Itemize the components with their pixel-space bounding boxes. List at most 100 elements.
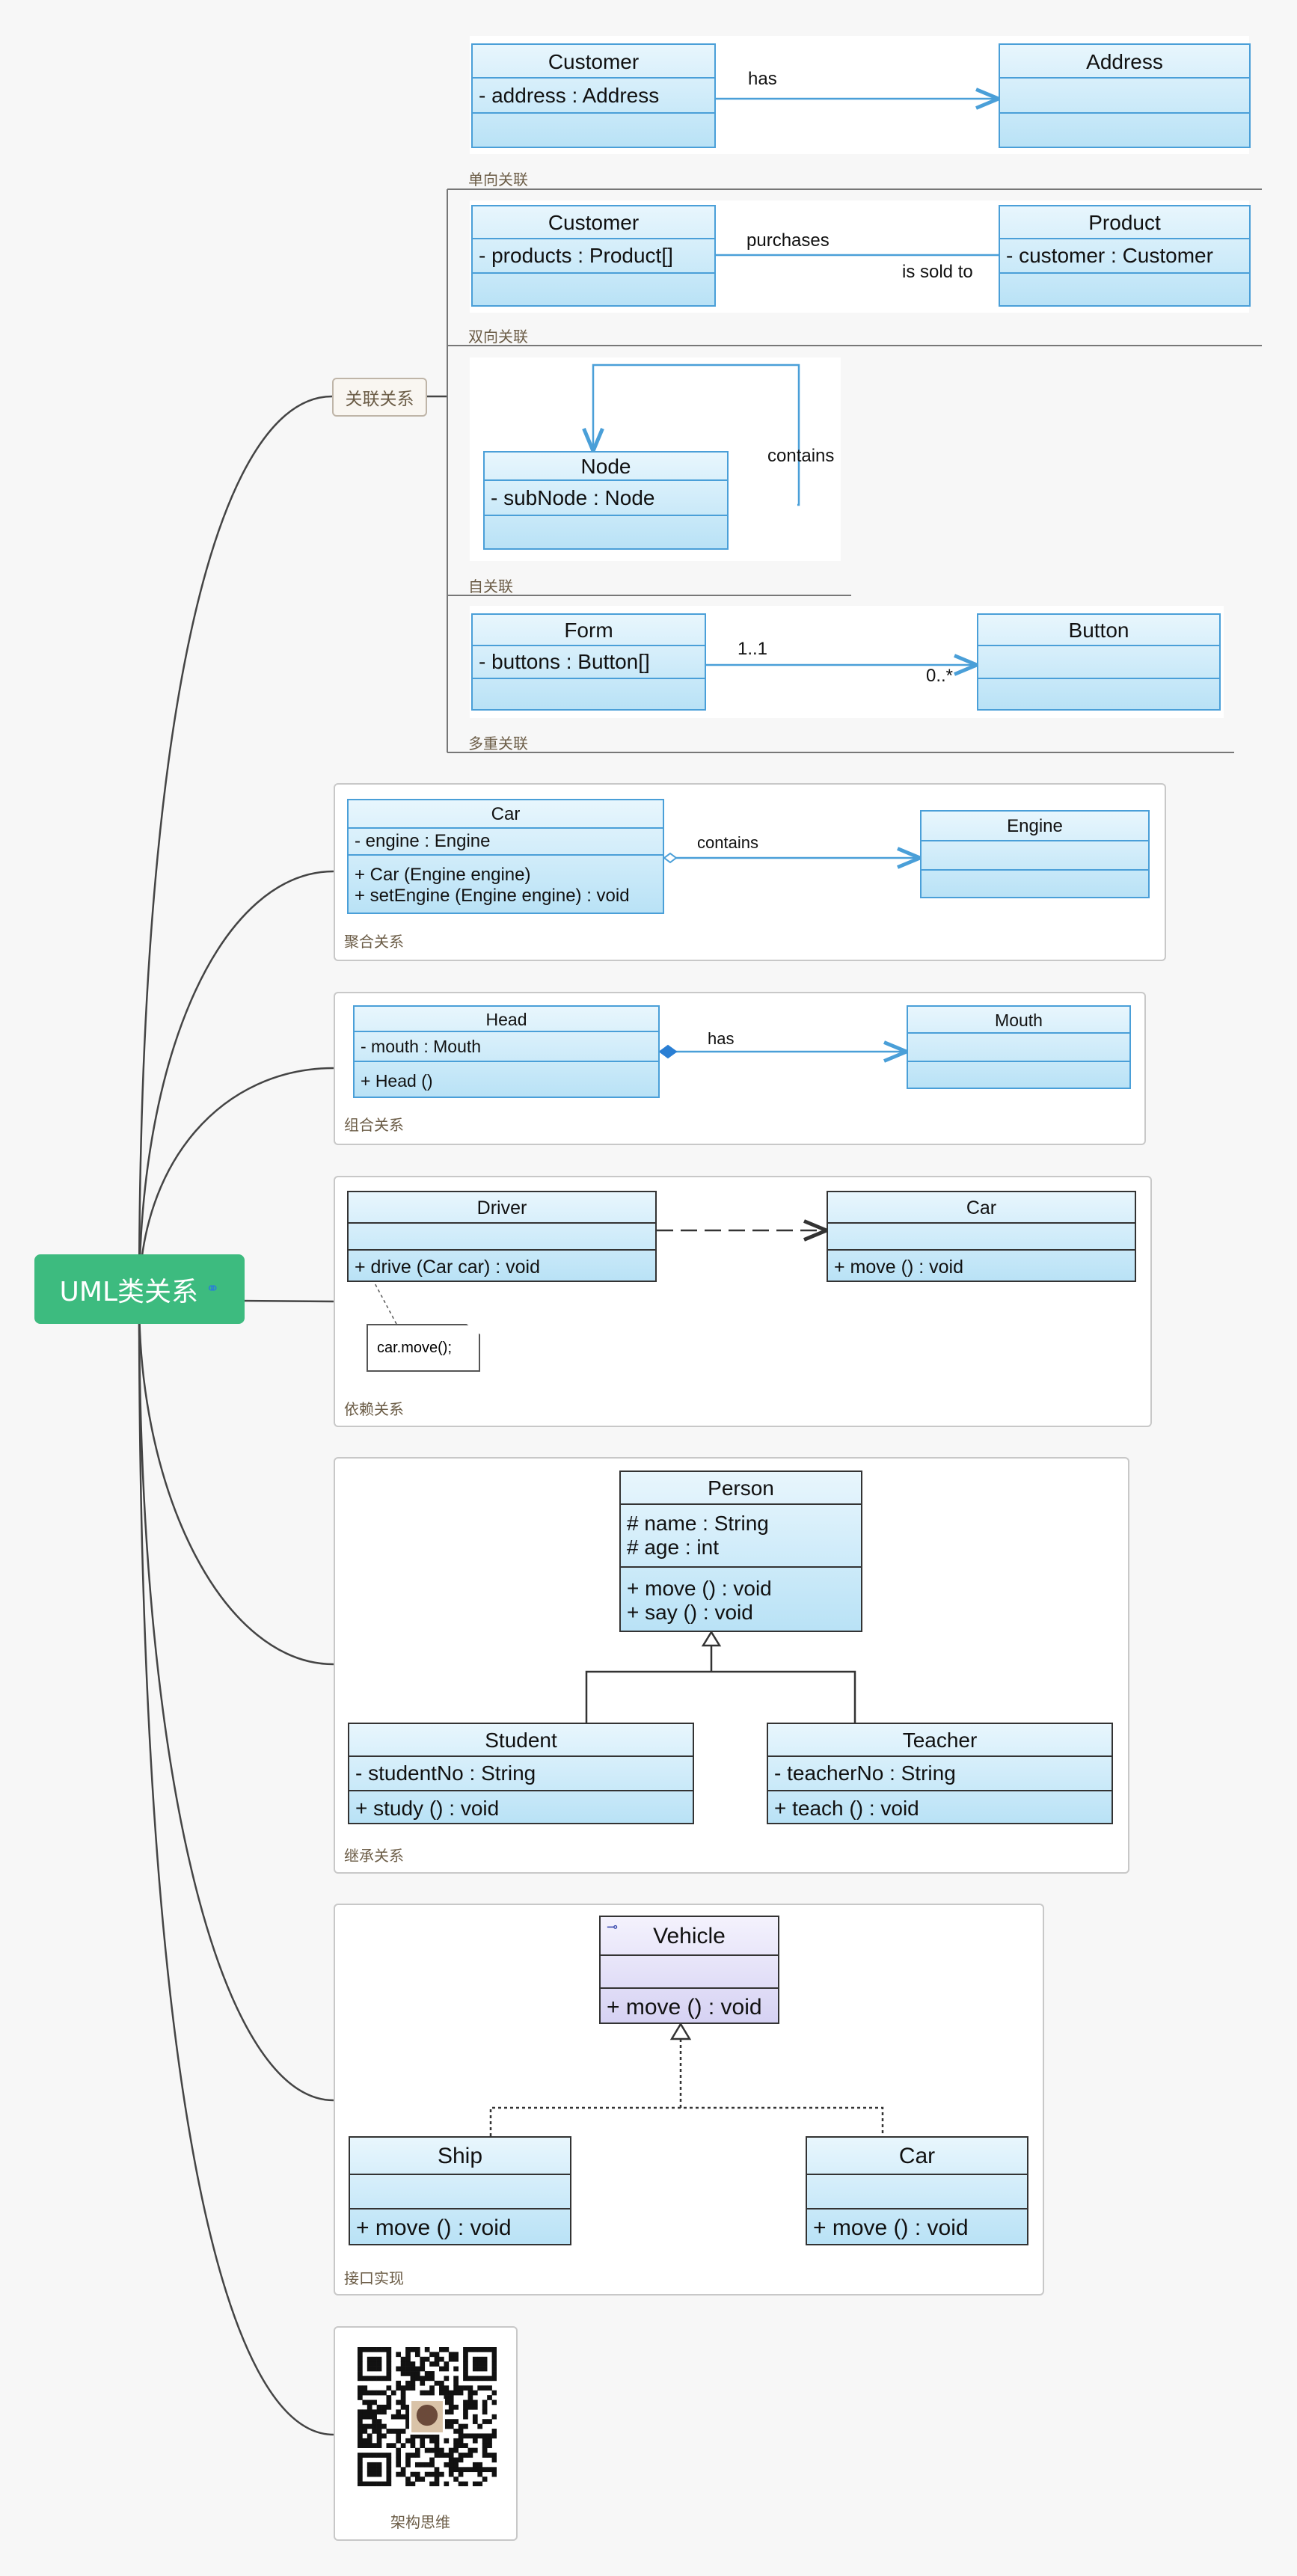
class-name: Car [828,1192,1135,1224]
class-methods: + move () : void [807,2209,1027,2247]
class-name: Teacher [768,1724,1112,1757]
class-name: Customer [473,206,714,239]
class-name: Head [355,1007,658,1032]
label-contains-agg: contains [697,833,758,852]
note-car-move: car.move(); [367,1324,480,1372]
class-methods: + Car (Engine engine)+ setEngine (Engine… [349,856,663,916]
class-method: + say () : void [627,1601,753,1624]
class-car-implementation[interactable]: Car + move () : void [806,2136,1028,2245]
note-anchor [372,1278,397,1325]
class-methods [922,871,1148,900]
branch-association[interactable]: 关联关系 [332,378,427,417]
class-name: Node [485,453,727,481]
realization-triangle [669,2022,692,2040]
label-contains-self: contains [767,446,835,466]
class-attributes: - products : Product[] [473,239,714,274]
class-name: Driver [349,1192,655,1224]
class-attribute: - address : Address [479,83,660,107]
class-methods: + move () : void [828,1251,1135,1284]
class-attributes [908,1034,1129,1062]
class-attributes [978,646,1219,679]
class-car-dependency[interactable]: Car + move () : void [827,1191,1136,1282]
class-attributes: - engine : Engine [349,829,663,856]
class-name: Car [349,800,663,829]
connector-qr [138,1299,334,2436]
class-method: + Head () [361,1070,433,1091]
class-car-aggregation[interactable]: Car- engine : Engine+ Car (Engine engine… [347,799,664,914]
class-name: Car [807,2138,1027,2175]
class-name: Person [621,1472,861,1505]
class-node[interactable]: Node - subNode : Node [483,451,729,550]
class-person[interactable]: Person# name : String# age : int + move (… [619,1471,862,1632]
link-icon[interactable]: ⚭ [206,1280,220,1298]
class-method: + Car (Engine engine) [355,865,531,885]
interface-icon: ⊸ [607,1919,619,1934]
caption-dependency: 依赖关系 [344,1400,404,1418]
class-name: Student [349,1724,693,1757]
class-attributes: # name : String# age : int [621,1505,861,1568]
class-methods [473,679,705,712]
class-method: + study () : void [355,1797,500,1820]
class-driver[interactable]: Driver + drive (Car car) : void [347,1191,657,1282]
class-method: + move () : void [813,2215,969,2240]
caption-inheritance: 继承关系 [344,1847,404,1865]
caption-interface: 接口实现 [344,2269,404,2287]
class-attributes [1000,79,1249,114]
class-attributes [922,841,1148,871]
caption-qr: 架构思维 [390,2513,450,2531]
label-purchases: purchases [746,230,830,251]
class-attributes: - teacherNo : String [768,1757,1112,1791]
class-student[interactable]: Student - studentNo : String + study () : … [348,1723,694,1824]
class-attributes: - buttons : Button[] [473,646,705,679]
connector-composition [138,1067,334,1301]
class-methods [473,274,714,308]
caption-self: 自关联 [468,577,513,595]
class-attributes [349,1224,655,1251]
class-teacher[interactable]: Teacher - teacherNo : String + teach () : … [767,1723,1113,1824]
class-customer-products[interactable]: Customer- products : Product[] [471,205,716,307]
root-title: UML类关系 [59,1276,199,1307]
class-attributes [350,2175,570,2209]
class-attribute: - buttons : Button[] [479,650,650,673]
aggregation-diamond [663,852,678,864]
class-method: + teach () : void [774,1797,919,1820]
class-attributes: - studentNo : String [349,1757,693,1791]
label-is-sold-to: is sold to [902,262,973,282]
class-methods [908,1062,1129,1091]
label-has: has [748,69,777,89]
class-form[interactable]: Form- buttons : Button[] [471,613,706,711]
class-method: + move () : void [627,1577,772,1600]
class-name: Button [978,615,1219,646]
class-engine[interactable]: Engine [920,810,1150,898]
caption-unidirectional: 单向关联 [468,171,528,188]
class-mouth[interactable]: Mouth [907,1005,1131,1089]
class-vehicle[interactable]: Vehicle⊸+ move () : void [599,1916,779,2024]
class-name: Mouth [908,1007,1129,1034]
class-head[interactable]: Head- mouth : Mouth+ Head () [353,1005,660,1098]
class-methods: + drive (Car car) : void [349,1251,655,1284]
class-name: Ship [350,2138,570,2175]
class-attribute: - studentNo : String [355,1761,536,1785]
class-ship[interactable]: Ship+ move () : void [349,2136,571,2245]
class-attribute: - teacherNo : String [774,1761,956,1785]
inheritance-triangle [701,1630,722,1647]
class-product[interactable]: Product- customer : Customer [999,205,1251,307]
label-mult-source: 1..1 [738,639,768,659]
label-mult-target: 0..* [926,666,954,686]
class-button[interactable]: Button [977,613,1221,711]
class-method: + setEngine (Engine engine) : void [355,886,630,906]
class-address[interactable]: Address [999,43,1251,148]
class-methods [978,679,1219,712]
class-customer-address[interactable]: Customer- address : Address [471,43,716,148]
composition-diamond [658,1044,678,1059]
class-attribute: # age : int [627,1536,719,1559]
class-name: Vehicle⊸ [601,1917,778,1956]
class-name: Engine [922,812,1148,841]
class-methods: + study () : void [349,1791,693,1826]
class-attributes: - customer : Customer [1000,239,1249,274]
class-attribute: - subNode : Node [491,485,655,509]
class-attributes: - address : Address [473,79,714,114]
root-node[interactable]: UML类关系 ⚭ [34,1254,245,1324]
